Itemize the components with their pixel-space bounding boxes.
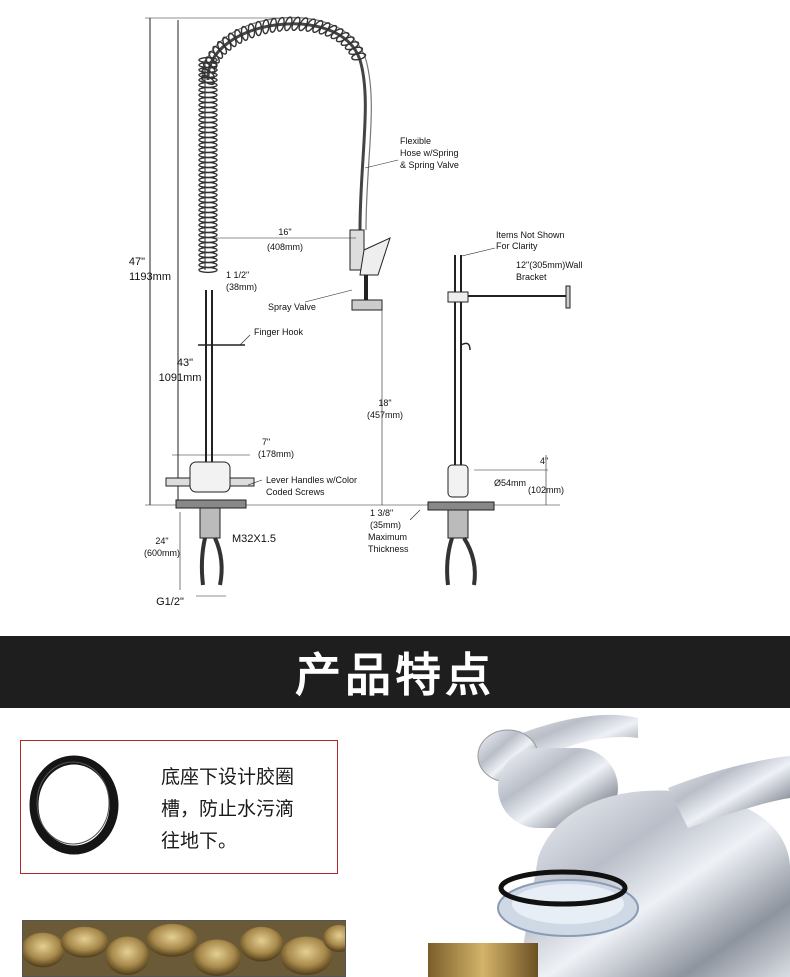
- dim-spring-dia-mm: (38mm): [226, 282, 257, 292]
- spring-coil: [198, 136, 218, 144]
- spring-coil: [198, 91, 218, 99]
- spring-coil: [262, 19, 270, 35]
- dim-centers: 7": [262, 437, 270, 447]
- spring-coil: [198, 141, 218, 149]
- spring-coil: [198, 226, 218, 234]
- spring-coil: [198, 86, 218, 94]
- finger-hook-label: Finger Hook: [254, 327, 304, 337]
- spray-valve-label: Spray Valve: [268, 302, 316, 312]
- spring-coil: [198, 261, 218, 269]
- o-ring-icon: [29, 755, 119, 855]
- spring-coil: [198, 221, 218, 229]
- feature-card: 底座下设计胶圈 槽，防止水污滴 往地下。: [20, 740, 338, 874]
- spring-coil: [198, 96, 218, 104]
- spring-coil: [269, 17, 278, 33]
- brass-parts-photo: [22, 920, 346, 977]
- spring-coil: [198, 246, 218, 254]
- spring-coil: [198, 161, 218, 169]
- spring-coil: [198, 216, 218, 224]
- spring-coil: [198, 186, 218, 194]
- thickness-line2: (35mm): [370, 520, 401, 530]
- feature-line-2: 槽，防止水污滴: [161, 798, 295, 820]
- spring-coil: [198, 196, 218, 204]
- spring-coil: [198, 166, 218, 174]
- dim-total-height: 47": [129, 256, 145, 268]
- hose-label-line2: Hose w/Spring: [400, 148, 459, 158]
- inlet-label: G1/2": [156, 596, 184, 608]
- spring-coil: [198, 111, 218, 119]
- hose-label-line3: & Spring Valve: [400, 160, 459, 170]
- spring-coil: [198, 241, 218, 249]
- spring-coil: [198, 211, 218, 219]
- wall-bracket-line2: Bracket: [516, 272, 547, 282]
- spring-coil: [198, 231, 218, 239]
- dim-riser-height: 43": [177, 357, 193, 369]
- spring-coil: [198, 146, 218, 154]
- spring-coil: [198, 266, 218, 274]
- dim-reach-mm: (408mm): [267, 242, 303, 252]
- dim-base-height: 4": [540, 456, 548, 466]
- banner-title: 产品特点: [295, 648, 495, 702]
- spring-coil: [247, 23, 256, 39]
- dim-shank: 24": [155, 536, 168, 546]
- spring-coil: [276, 16, 285, 32]
- spring-coil: [198, 236, 218, 244]
- dim-reach: 16": [278, 227, 291, 237]
- spring-coil: [198, 101, 218, 109]
- faucet-base-photo: [338, 708, 790, 977]
- wall-bracket-line1: 12"(305mm)Wall: [516, 260, 582, 270]
- spring-coil: [198, 256, 218, 264]
- thread-label: M32X1.5: [232, 533, 276, 545]
- items-not-shown-line1: Items Not Shown: [496, 230, 565, 240]
- feature-line-3: 往地下。: [161, 830, 238, 852]
- spring-coil: [291, 16, 301, 32]
- spring-coil: [198, 116, 218, 124]
- dim-total-height-mm: 1193mm: [129, 271, 171, 283]
- spring-coil: [284, 16, 293, 32]
- spring-coil: [351, 52, 367, 61]
- lever-handles-line2: Coded Screws: [266, 487, 325, 497]
- lever-handles-line1: Lever Handles w/Color: [266, 475, 357, 485]
- dim-riser-height-mm: 1091mm: [159, 372, 202, 384]
- spring-coil: [198, 181, 218, 189]
- thickness-line4: Thickness: [368, 544, 409, 554]
- section-banner: 产品特点: [0, 636, 790, 708]
- spring-coil: [234, 28, 243, 44]
- base-dia-label: Ø54mm: [494, 478, 526, 488]
- feature-line-1: 底座下设计胶圈: [161, 766, 295, 788]
- spring-coil: [198, 106, 218, 114]
- dim-spray-height: 18": [378, 398, 391, 408]
- technical-drawing: 47" 1193mm 43" 1091mm Flexible Hose w/Sp…: [129, 16, 582, 608]
- spring-coil: [198, 151, 218, 159]
- spring-coil: [198, 131, 218, 139]
- spring-coil: [198, 126, 218, 134]
- spring-coil: [240, 25, 249, 42]
- spring-coil: [198, 191, 218, 199]
- spring-coil: [227, 32, 237, 48]
- dim-shank-mm: (600mm): [144, 548, 180, 558]
- thickness-line1: 1 3/8": [370, 508, 393, 518]
- spring-coil: [198, 121, 218, 129]
- spring-coil: [305, 18, 316, 32]
- spring-coil: [198, 201, 218, 209]
- spring-coil: [254, 20, 263, 37]
- spring-coil: [198, 171, 218, 179]
- items-not-shown-line2: For Clarity: [496, 241, 538, 251]
- spring-coil: [198, 156, 218, 164]
- feature-description: 底座下设计胶圈 槽，防止水污滴 往地下。: [161, 761, 331, 857]
- dim-spray-height-mm: (457mm): [367, 410, 403, 420]
- dim-spring-dia: 1 1/2": [226, 270, 249, 280]
- dim-centers-mm: (178mm): [258, 449, 294, 459]
- spring-coil: [198, 176, 218, 184]
- spring-coil: [198, 251, 218, 259]
- hose-label-line1: Flexible: [400, 136, 431, 146]
- dim-base-height-mm: (102mm): [528, 485, 564, 495]
- thickness-line3: Maximum: [368, 532, 407, 542]
- spring-coil: [298, 17, 309, 32]
- spring-coil: [198, 206, 218, 214]
